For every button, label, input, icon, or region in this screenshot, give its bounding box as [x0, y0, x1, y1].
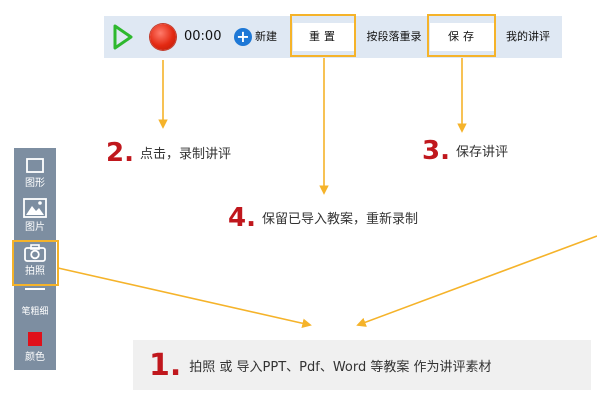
sidebar-item-label: 颜色 [25, 352, 45, 363]
callout-number: 3. [422, 136, 450, 166]
callout-text: 保留已导入教案，重新录制 [261, 212, 418, 227]
new-button-label: 新建 [255, 30, 277, 43]
callout-text: 点击，录制讲评 [139, 147, 231, 162]
play-icon[interactable] [112, 23, 134, 51]
color-swatch-icon [28, 332, 42, 346]
sidebar-item-color[interactable]: 颜色 [14, 332, 56, 368]
callout-text: 拍照 或 导入PPT、Pdf、Word 等教案 作为讲评素材 [189, 360, 492, 375]
save-highlight [427, 14, 496, 57]
sidebar-item-pen-width[interactable]: 笔粗细 [14, 284, 56, 324]
square-outline-icon [26, 158, 44, 173]
camera-icon [24, 244, 46, 262]
caption-import: 1. 拍照 或 导入PPT、Pdf、Word 等教案 作为讲评素材 [133, 340, 591, 390]
tool-sidebar: 图形 图片 拍照 笔粗细 颜色 [14, 148, 56, 370]
sidebar-item-shape[interactable]: 图形 [14, 158, 56, 192]
segment-rerecord-button[interactable]: 按段落重录 [366, 30, 422, 43]
pen-width-icon [25, 288, 45, 290]
sidebar-item-label: 图形 [25, 178, 45, 189]
reset-button[interactable]: 重置 [293, 23, 355, 51]
callout-number: 4. [228, 203, 256, 233]
arrow-import [356, 235, 597, 327]
callout-text: 保存讲评 [455, 145, 508, 160]
recording-toolbar: 00:00 +新建 重置 按段落重录 保存 我的讲评 [104, 16, 562, 58]
my-review-button[interactable]: 我的讲评 [506, 30, 550, 43]
callout-number: 2. [106, 138, 134, 168]
callout-rerecord: 4. 保留已导入教案，重新录制 [228, 203, 418, 233]
sidebar-item-image[interactable]: 图片 [14, 198, 56, 236]
reset-highlight [290, 14, 356, 57]
image-icon [23, 198, 47, 218]
sidebar-item-label: 拍照 [25, 266, 45, 277]
sidebar-item-label: 图片 [25, 222, 45, 233]
sidebar-item-camera[interactable]: 拍照 [14, 244, 56, 280]
save-button[interactable]: 保存 [430, 23, 496, 51]
callout-save: 3. 保存讲评 [422, 136, 508, 166]
arrow-camera [57, 267, 312, 328]
record-timer: 00:00 [184, 29, 222, 44]
sidebar-item-label: 笔粗细 [21, 307, 49, 317]
plus-icon: + [234, 28, 252, 46]
callout-record: 2. 点击，录制讲评 [106, 138, 231, 168]
camera-highlight [12, 240, 59, 286]
callout-number: 1. [149, 348, 182, 383]
record-button[interactable] [150, 24, 176, 50]
new-button[interactable]: +新建 [234, 23, 290, 51]
